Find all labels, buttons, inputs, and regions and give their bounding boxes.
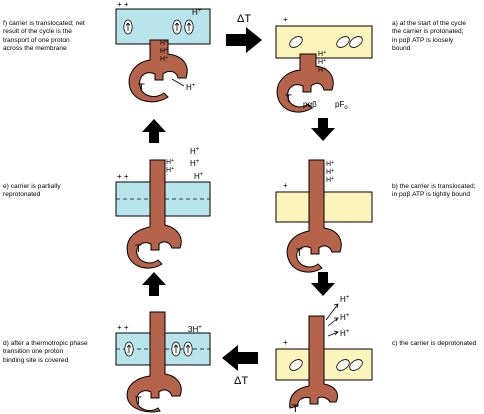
svg-text:3H+: 3H+ xyxy=(188,325,202,334)
panel-c: T + H+ H+ H+ xyxy=(275,295,373,414)
panel-d: T + + 3H+ xyxy=(115,311,211,413)
svg-text:H+: H+ xyxy=(194,172,204,181)
arrow-c-to-d: ΔT xyxy=(222,345,258,387)
svg-text:H+: H+ xyxy=(192,8,202,17)
arrow-e-to-f xyxy=(142,119,166,143)
svg-text:+ +: + + xyxy=(117,172,129,181)
arrow-b-to-c xyxy=(311,272,335,296)
svg-text:H+: H+ xyxy=(318,50,326,58)
svg-text:H+: H+ xyxy=(166,158,174,166)
svg-text:H+: H+ xyxy=(190,147,200,156)
svg-text:T: T xyxy=(292,403,299,414)
svg-text:H+: H+ xyxy=(326,160,334,168)
svg-text:T: T xyxy=(135,243,142,255)
svg-text:H+: H+ xyxy=(190,159,200,168)
svg-text:H+: H+ xyxy=(186,83,196,92)
svg-text:H+: H+ xyxy=(318,58,326,66)
svg-text:+: + xyxy=(283,15,288,24)
panel-f: T + + H+ H+ H+ H+ H+ xyxy=(115,0,211,103)
caption-e: e) carrier is partially reprotonated xyxy=(3,183,61,199)
caption-d: d) after a thermotropic phase transition… xyxy=(3,340,88,364)
svg-text:T: T xyxy=(138,82,145,94)
svg-text:H+: H+ xyxy=(326,168,334,176)
panel-b: T + H+ H+ H+ xyxy=(275,159,373,273)
svg-text:+ +: + + xyxy=(117,0,129,9)
caption-b: b) the carrier is translocated; in pαβ A… xyxy=(392,183,476,199)
svg-text:T: T xyxy=(285,93,292,105)
panel-e: T + + H+ H+ H+ H+ H+ xyxy=(115,147,211,269)
svg-text:pFo: pFo xyxy=(335,100,348,111)
svg-text:T: T xyxy=(296,247,303,259)
svg-text:H+: H+ xyxy=(318,66,326,74)
svg-text:H+: H+ xyxy=(160,39,168,47)
svg-text:H+: H+ xyxy=(160,47,168,55)
svg-text:H+: H+ xyxy=(326,176,334,184)
svg-text:T: T xyxy=(135,395,142,407)
svg-text:pαβ: pαβ xyxy=(303,100,317,109)
svg-text:H+: H+ xyxy=(166,166,174,174)
delta-t-label-bottom: ΔT xyxy=(234,375,248,387)
svg-text:+: + xyxy=(283,181,288,190)
svg-text:+: + xyxy=(283,338,288,347)
panel-a: T + H+ H+ H+ pαβ pFo xyxy=(275,15,373,113)
caption-c: c) the carrier is deprotonated xyxy=(392,340,477,347)
caption-f: f) carrier is translocated; net result o… xyxy=(3,20,85,53)
delta-t-label-top: ΔT xyxy=(237,13,251,25)
svg-text:H+: H+ xyxy=(340,313,350,322)
svg-text:H+: H+ xyxy=(340,329,350,338)
svg-text:H+: H+ xyxy=(340,295,350,304)
arrow-a-to-b xyxy=(311,118,335,141)
caption-a: a) at the start of the cycle the carrier… xyxy=(392,20,467,53)
svg-text:H+: H+ xyxy=(160,55,168,63)
arrow-f-to-a: ΔT xyxy=(226,13,262,53)
arrow-d-to-e xyxy=(142,272,166,296)
svg-text:+ +: + + xyxy=(117,323,129,332)
